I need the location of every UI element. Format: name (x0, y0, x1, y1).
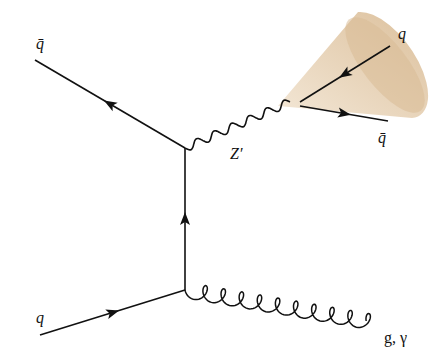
boson-label: g, γ (384, 330, 407, 346)
particle-label: q̄ (378, 130, 386, 146)
boson-label: Z′ (230, 146, 242, 162)
quark-line (40, 290, 185, 335)
particle-label: q (398, 26, 406, 42)
arrowhead (336, 67, 352, 82)
arrowhead (337, 108, 351, 120)
antiquark-line (35, 60, 185, 148)
particle-label: q̄ (36, 36, 44, 52)
jet-antiquark-line (300, 106, 388, 121)
arrowhead (105, 306, 120, 319)
arrowhead (180, 212, 190, 225)
gluon-photon-line (185, 286, 370, 328)
particle-label: q (36, 310, 44, 326)
zprime-boson (185, 100, 290, 150)
jet-quark-line (300, 46, 390, 102)
jet-cone-cap (332, 6, 432, 124)
arrowhead (101, 96, 117, 111)
